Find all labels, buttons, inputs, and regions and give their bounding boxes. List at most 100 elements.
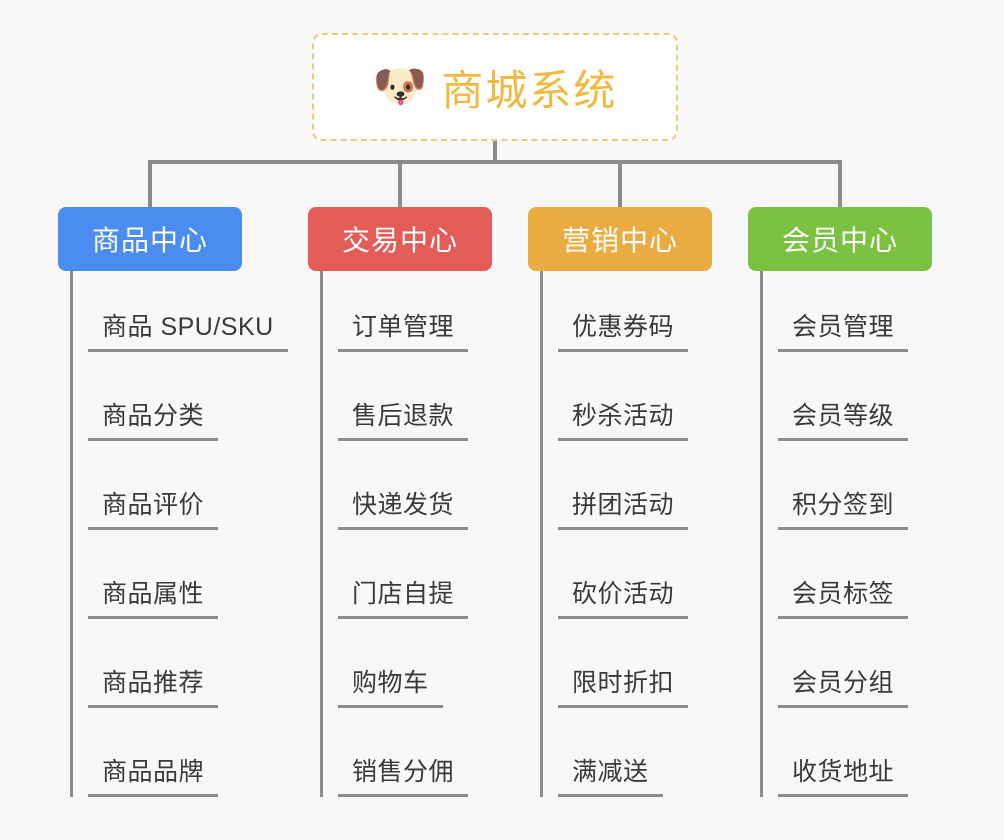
leaf-label: 商品品牌 xyxy=(102,758,205,786)
connector-branch-stem-1 xyxy=(148,160,152,208)
leaf-column-spine xyxy=(540,271,543,797)
leaf-item[interactable]: 会员标签 xyxy=(760,538,909,627)
leaf-label: 拼团活动 xyxy=(572,491,675,519)
leaf-label: 砍价活动 xyxy=(572,580,675,608)
category-header-label: 会员中心 xyxy=(781,225,898,256)
leaf-label: 会员标签 xyxy=(792,580,895,608)
leaf-label: 订单管理 xyxy=(352,313,455,341)
leaf-underline: 收货地址 xyxy=(778,752,909,797)
leaf-item[interactable]: 商品评价 xyxy=(70,449,288,538)
leaf-underline: 优惠券码 xyxy=(558,307,689,352)
leaf-item[interactable]: 秒杀活动 xyxy=(540,360,689,449)
leaf-label: 商品推荐 xyxy=(102,669,205,697)
dog-face-icon: 🐶 xyxy=(372,61,428,112)
leaf-underline: 会员标签 xyxy=(778,574,909,619)
leaf-label: 销售分佣 xyxy=(352,758,455,786)
leaf-item[interactable]: 商品分类 xyxy=(70,360,288,449)
leaf-item[interactable]: 购物车 xyxy=(320,627,468,716)
leaf-item[interactable]: 会员等级 xyxy=(760,360,909,449)
leaf-list: 商品 SPU/SKU 商品分类商品评价商品属性商品推荐商品品牌 xyxy=(70,271,288,805)
leaf-label: 积分签到 xyxy=(792,491,895,519)
leaf-list: 会员管理会员等级积分签到会员标签会员分组收货地址 xyxy=(760,271,909,805)
leaf-list: 订单管理售后退款快递发货门店自提购物车销售分佣 xyxy=(320,271,469,805)
leaf-label: 售后退款 xyxy=(352,402,455,430)
leaf-column-2: 订单管理售后退款快递发货门店自提购物车销售分佣 xyxy=(320,271,469,805)
leaf-column-spine xyxy=(70,271,73,797)
leaf-item[interactable]: 收货地址 xyxy=(760,716,909,805)
connector-branch-stem-4 xyxy=(838,160,842,208)
leaf-label: 商品评价 xyxy=(102,491,205,519)
connector-root-stem xyxy=(493,141,497,164)
leaf-label: 会员管理 xyxy=(792,313,895,341)
leaf-label: 商品 SPU/SKU xyxy=(102,313,274,341)
leaf-underline: 砍价活动 xyxy=(558,574,689,619)
leaf-underline: 积分签到 xyxy=(778,485,909,530)
leaf-label: 购物车 xyxy=(352,669,429,697)
root-title: 商城系统 xyxy=(441,66,618,114)
leaf-item[interactable]: 快递发货 xyxy=(320,449,469,538)
leaf-underline: 会员等级 xyxy=(778,396,909,441)
leaf-item[interactable]: 积分签到 xyxy=(760,449,909,538)
connector-horizontal-bus xyxy=(148,160,842,164)
leaf-item[interactable]: 售后退款 xyxy=(320,360,469,449)
leaf-underline: 门店自提 xyxy=(338,574,469,619)
leaf-column-4: 会员管理会员等级积分签到会员标签会员分组收货地址 xyxy=(760,271,909,805)
category-header-label: 商品中心 xyxy=(91,225,208,256)
leaf-item[interactable]: 会员分组 xyxy=(760,627,909,716)
leaf-item[interactable]: 商品 SPU/SKU xyxy=(70,271,288,360)
leaf-item[interactable]: 优惠券码 xyxy=(540,271,689,360)
category-header-2[interactable]: 交易中心 xyxy=(308,207,492,271)
leaf-label: 快递发货 xyxy=(352,491,455,519)
leaf-underline: 商品 SPU/SKU xyxy=(88,307,288,352)
leaf-underline: 销售分佣 xyxy=(338,752,469,797)
category-header-4[interactable]: 会员中心 xyxy=(748,207,932,271)
leaf-underline: 秒杀活动 xyxy=(558,396,689,441)
category-header-1[interactable]: 商品中心 xyxy=(58,207,242,271)
leaf-underline: 订单管理 xyxy=(338,307,469,352)
leaf-underline: 快递发货 xyxy=(338,485,469,530)
leaf-underline: 商品评价 xyxy=(88,485,219,530)
leaf-item[interactable]: 砍价活动 xyxy=(540,538,689,627)
leaf-item[interactable]: 限时折扣 xyxy=(540,627,689,716)
connector-branch-stem-2 xyxy=(398,160,402,208)
leaf-item[interactable]: 销售分佣 xyxy=(320,716,469,805)
category-header-label: 交易中心 xyxy=(341,225,458,256)
leaf-item[interactable]: 拼团活动 xyxy=(540,449,689,538)
leaf-item[interactable]: 满减送 xyxy=(540,716,688,805)
leaf-item[interactable]: 商品属性 xyxy=(70,538,288,627)
leaf-underline: 购物车 xyxy=(338,663,443,708)
connector-branch-stem-3 xyxy=(618,160,622,208)
leaf-item[interactable]: 商品品牌 xyxy=(70,716,288,805)
leaf-column-spine xyxy=(320,271,323,797)
leaf-label: 秒杀活动 xyxy=(572,402,675,430)
category-header-label: 营销中心 xyxy=(561,225,678,256)
leaf-label: 商品属性 xyxy=(102,580,205,608)
leaf-label: 会员分组 xyxy=(792,669,895,697)
leaf-label: 限时折扣 xyxy=(572,669,675,697)
leaf-underline: 商品分类 xyxy=(88,396,219,441)
category-header-3[interactable]: 营销中心 xyxy=(528,207,712,271)
leaf-label: 收货地址 xyxy=(792,758,895,786)
leaf-item[interactable]: 订单管理 xyxy=(320,271,469,360)
leaf-underline: 会员管理 xyxy=(778,307,909,352)
leaf-column-spine xyxy=(760,271,763,797)
leaf-list: 优惠券码秒杀活动拼团活动砍价活动限时折扣满减送 xyxy=(540,271,689,805)
leaf-underline: 限时折扣 xyxy=(558,663,689,708)
leaf-column-3: 优惠券码秒杀活动拼团活动砍价活动限时折扣满减送 xyxy=(540,271,689,805)
leaf-underline: 商品推荐 xyxy=(88,663,219,708)
leaf-column-1: 商品 SPU/SKU 商品分类商品评价商品属性商品推荐商品品牌 xyxy=(70,271,288,805)
leaf-item[interactable]: 门店自提 xyxy=(320,538,469,627)
leaf-underline: 商品品牌 xyxy=(88,752,219,797)
leaf-underline: 售后退款 xyxy=(338,396,469,441)
leaf-label: 商品分类 xyxy=(102,402,205,430)
root-node[interactable]: 🐶 商城系统 xyxy=(312,33,678,141)
leaf-underline: 会员分组 xyxy=(778,663,909,708)
leaf-item[interactable]: 会员管理 xyxy=(760,271,909,360)
leaf-label: 优惠券码 xyxy=(572,313,675,341)
leaf-underline: 拼团活动 xyxy=(558,485,689,530)
leaf-label: 门店自提 xyxy=(352,580,455,608)
leaf-label: 会员等级 xyxy=(792,402,895,430)
leaf-underline: 满减送 xyxy=(558,752,663,797)
leaf-item[interactable]: 商品推荐 xyxy=(70,627,288,716)
